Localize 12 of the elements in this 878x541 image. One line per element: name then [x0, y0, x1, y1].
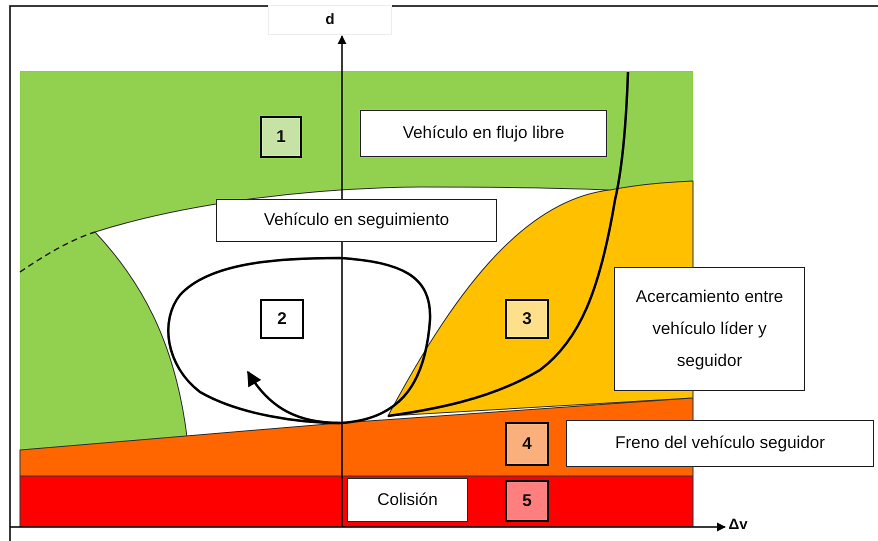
axis-label: Δv: [727, 515, 749, 535]
region-number: 1: [260, 116, 302, 158]
axis-label: d: [268, 5, 392, 35]
region-description: Freno del vehículo seguidor: [566, 420, 874, 467]
region-description: Vehículo en seguimiento: [216, 199, 497, 242]
region-description: Vehículo en flujo libre: [360, 110, 607, 157]
region-number: 2: [260, 299, 304, 339]
region-number: 4: [505, 422, 549, 466]
region-number: 3: [505, 299, 549, 339]
region-number: 5: [505, 480, 549, 522]
region-description: Colisión: [347, 478, 468, 522]
region-description: Acercamiento entre vehículo líder y seguidor: [614, 267, 805, 391]
